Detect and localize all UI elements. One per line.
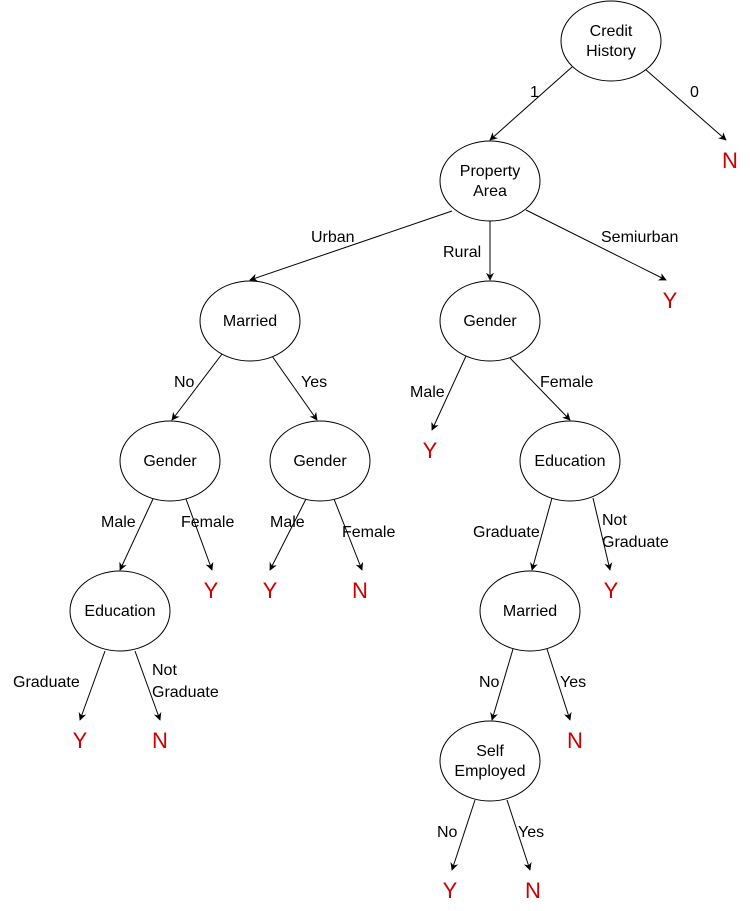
node-label: Employed [454,763,525,780]
edge-gender-yes-male [269,498,307,571]
leaf-semiurban: Y [663,288,678,313]
edge-gender-rural-female [509,357,571,421]
node-ellipse [199,280,301,362]
node-label: Credit [590,23,633,40]
edge-married-no [171,353,223,421]
edge-label-gender-yes-female: Female [342,524,395,541]
node-ellipse [439,280,541,362]
node-gender-urban-yes: Gender [269,420,371,502]
edge-label-credit-0: 0 [690,84,699,101]
node-married-rural: Married [479,570,581,652]
node-ellipse [269,420,371,502]
edge-label-gender-no-male: Male [101,514,136,531]
edge-edu-urban-graduate [78,650,106,721]
node-label: Gender [293,453,347,470]
node-ellipse [69,570,171,652]
node-married-urban: Married [199,280,301,362]
edge-label-urban: Urban [311,229,355,246]
edge-label-married-yes: Yes [301,374,327,391]
edge-gender-no-male [119,498,154,571]
edge-married-rural-yes [546,648,572,721]
edge-label-edu-urban-not-graduate: Graduate [152,684,219,701]
leaf-self-yes: N [525,878,541,903]
edge-label-edu-rural-graduate: Graduate [473,524,540,541]
edge-credit-1 [489,66,573,141]
edge-gender-yes-female [333,498,364,571]
edge-married-yes [271,355,318,421]
edge-gender-no-female [185,498,214,571]
edge-self-no [450,799,476,871]
edge-label-gender-no-female: Female [181,514,234,531]
leaf-self-no: Y [443,878,458,903]
edge-label-self-yes: Yes [518,824,544,841]
node-label: History [586,43,636,60]
node-label: Education [534,453,605,470]
node-label: Education [84,603,155,620]
edge-label-edu-rural-not-graduate: Graduate [602,534,669,551]
node-label: Married [503,603,557,620]
leaf-gender-yes-female: N [352,578,368,603]
edge-label-self-no: No [437,824,458,841]
leaf-edu-urban-graduate: Y [73,728,88,753]
node-label: Gender [143,453,197,470]
leaf-married-rural-yes: N [567,728,583,753]
edge-label-gender-rural-female: Female [540,374,593,391]
edge-label-edu-urban-not-graduate: Not [152,662,177,679]
node-ellipse [119,420,221,502]
leaf-edu-rural-not-graduate: Y [604,578,619,603]
node-label: Property [460,163,520,180]
edge-edu-urban-not-graduate [134,650,162,721]
edge-label-gender-rural-male: Male [410,384,445,401]
edge-label-edu-rural-not-graduate: Not [602,512,627,529]
node-gender-urban-no: Gender [119,420,221,502]
leaf-credit0: N [722,148,738,173]
node-ellipse [519,420,621,502]
node-ellipse [439,720,541,802]
node-education-rural: Education [519,420,621,502]
edge-label-edu-urban-graduate: Graduate [13,674,80,691]
edge-married-rural-no [490,648,514,721]
node-ellipse [439,140,541,222]
edge-label-semiurban: Semiurban [601,229,678,246]
leaf-gender-yes-male: Y [263,578,278,603]
node-label: Married [223,313,277,330]
edge-semiurban [525,209,667,281]
edge-edu-rural-not-graduate [592,497,613,571]
edge-label-credit-1: 1 [530,84,539,101]
node-label: Self [476,743,504,760]
leaf-edu-urban-not-graduate: N [152,728,168,753]
edge-self-yes [506,799,532,871]
node-ellipse [560,0,662,82]
leaf-rural-male: Y [423,438,438,463]
edge-edu-rural-graduate [530,497,553,571]
edge-label-married-no: No [174,374,195,391]
edge-label-married-rural-yes: Yes [560,674,586,691]
edge-urban [249,210,453,282]
node-label: Area [473,183,507,200]
edge-label-rural: Rural [443,244,481,261]
node-label: Gender [463,313,517,330]
node-education-urban: Education [69,570,171,652]
edge-credit-0 [644,68,727,141]
edge-gender-rural-male [431,355,467,431]
edge-label-gender-yes-male: Male [270,514,305,531]
node-ellipse [479,570,581,652]
edge-label-married-rural-no: No [479,674,500,691]
node-gender-rural: Gender [439,280,541,362]
leaf-gender-no-female: Y [204,578,219,603]
